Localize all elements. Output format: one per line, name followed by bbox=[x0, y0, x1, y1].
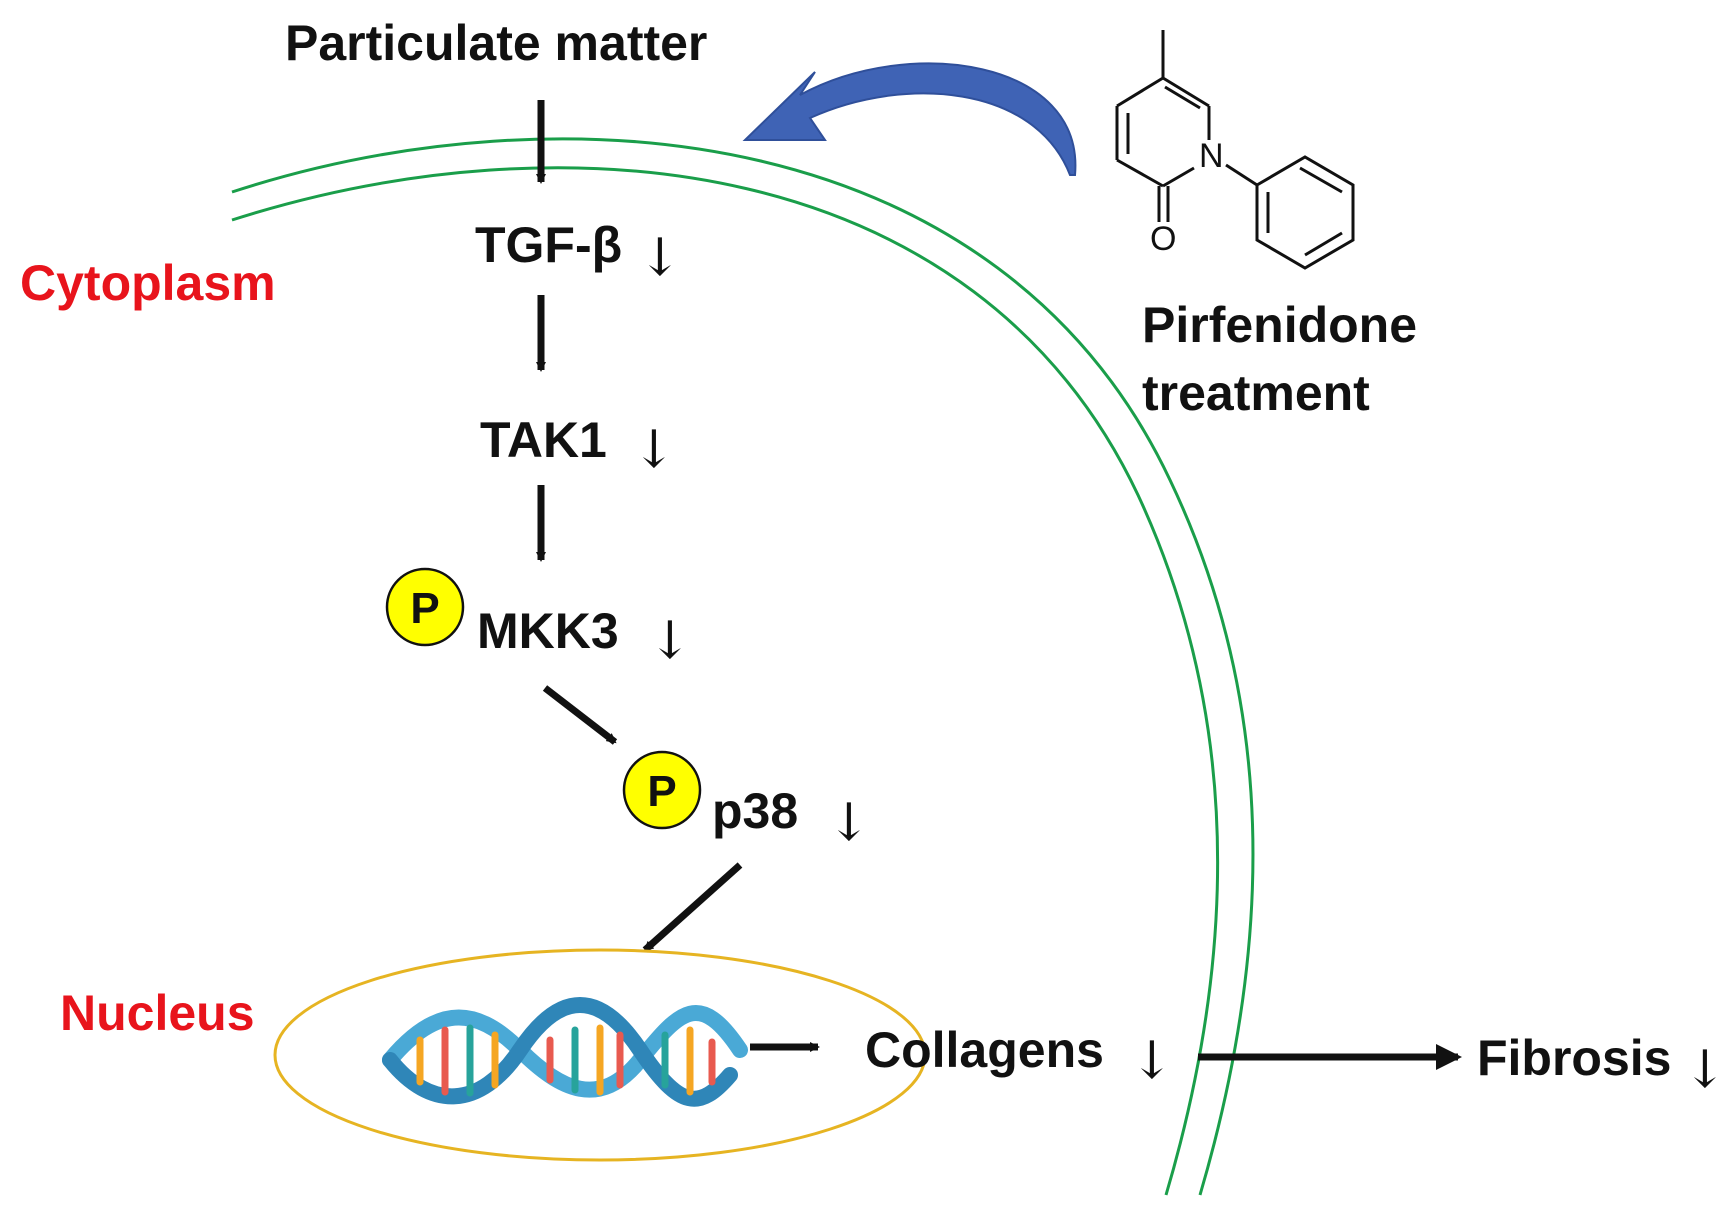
tak1-down-icon: ↓ bbox=[632, 420, 676, 480]
collagens-label: Collagens bbox=[865, 1022, 1104, 1078]
particulate-matter-label: Particulate matter bbox=[285, 15, 707, 71]
arrow-p38-to-nucleus bbox=[642, 862, 743, 953]
drug-name-label: Pirfenidone bbox=[1142, 297, 1417, 353]
p38-down-icon: ↓ bbox=[827, 793, 871, 853]
p38-label: p38 bbox=[712, 783, 798, 839]
pirfenidone-structure-icon bbox=[1115, 30, 1355, 270]
cell-membrane bbox=[231, 137, 1255, 1196]
fibrosis-down-icon: ↓ bbox=[1683, 1040, 1727, 1100]
p38-phospho-letter: P bbox=[647, 767, 676, 816]
tak1-label: TAK1 bbox=[480, 412, 607, 468]
tgf-beta-label: TGF-β bbox=[475, 217, 622, 273]
arrow-mkk3-to-p38 bbox=[542, 685, 618, 745]
mkk3-down-icon: ↓ bbox=[648, 611, 692, 671]
fibrosis-label: Fibrosis bbox=[1477, 1030, 1671, 1086]
p38-phospho-badge: P bbox=[622, 750, 702, 830]
drug-treatment-label: treatment bbox=[1142, 365, 1370, 421]
pirfenidone-atom-o: O bbox=[1150, 220, 1176, 258]
pirfenidone-inhibition-arrow bbox=[742, 62, 1077, 176]
mkk3-phospho-badge: P bbox=[385, 567, 465, 647]
tgf-beta-down-icon: ↓ bbox=[638, 228, 682, 288]
mkk3-label: MKK3 bbox=[477, 603, 619, 659]
cytoplasm-label: Cytoplasm bbox=[20, 255, 276, 311]
nucleus-membrane bbox=[273, 948, 927, 1162]
pirfenidone-atom-n: N bbox=[1199, 137, 1224, 175]
nucleus-label: Nucleus bbox=[60, 985, 255, 1041]
mkk3-phospho-letter: P bbox=[410, 584, 439, 633]
dna-helix-icon bbox=[382, 997, 748, 1107]
collagens-down-icon: ↓ bbox=[1130, 1031, 1174, 1091]
